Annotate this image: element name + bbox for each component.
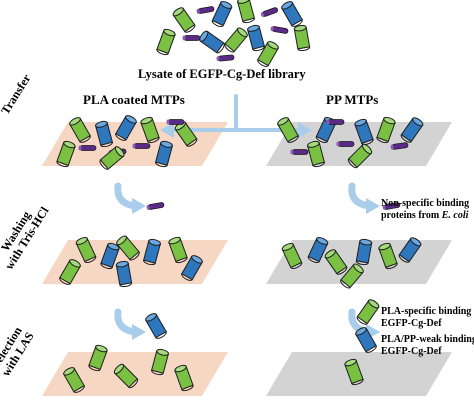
removed-nonspecific-left	[145, 201, 165, 211]
select-arrow-left	[114, 308, 146, 340]
legend-pla-specific-line2: EGFP-Cg-Def	[381, 318, 442, 329]
legend-nonspecific-line2: proteins from	[381, 210, 442, 221]
lysate-protein-cluster	[155, 0, 311, 69]
pla-column-header: PLA coated MTPs	[83, 92, 185, 107]
legend-nonspecific-line1: Non-specific binding	[381, 198, 470, 209]
lysate-title: Lysate of EGFP-Cg-Def library	[138, 67, 306, 81]
wash-arrow-left	[114, 182, 146, 214]
legend-green-cylinder	[355, 297, 381, 327]
pp-column-header: PP MTPs	[326, 92, 379, 107]
legend-pla-specific-line1: PLA-specific binding	[381, 306, 472, 317]
legend-weak-line2: EGFP-Cg-Def	[381, 346, 442, 357]
legend-pla-specific: PLA-specific binding EGFP-Cg-Def	[381, 306, 474, 330]
wash-arrow-right	[348, 182, 380, 214]
legend-nonspecific: Non-specific binding proteins from E. co…	[381, 198, 474, 222]
legend-ecoli: E. coli	[441, 210, 469, 221]
removed-weak-left	[144, 311, 168, 341]
legend-weak-binding: PLA/PP-weak binding EGFP-Cg-Def	[381, 334, 474, 358]
split-arrowheads	[160, 122, 312, 138]
legend-weak-line1: PLA/PP-weak binding	[381, 334, 474, 345]
